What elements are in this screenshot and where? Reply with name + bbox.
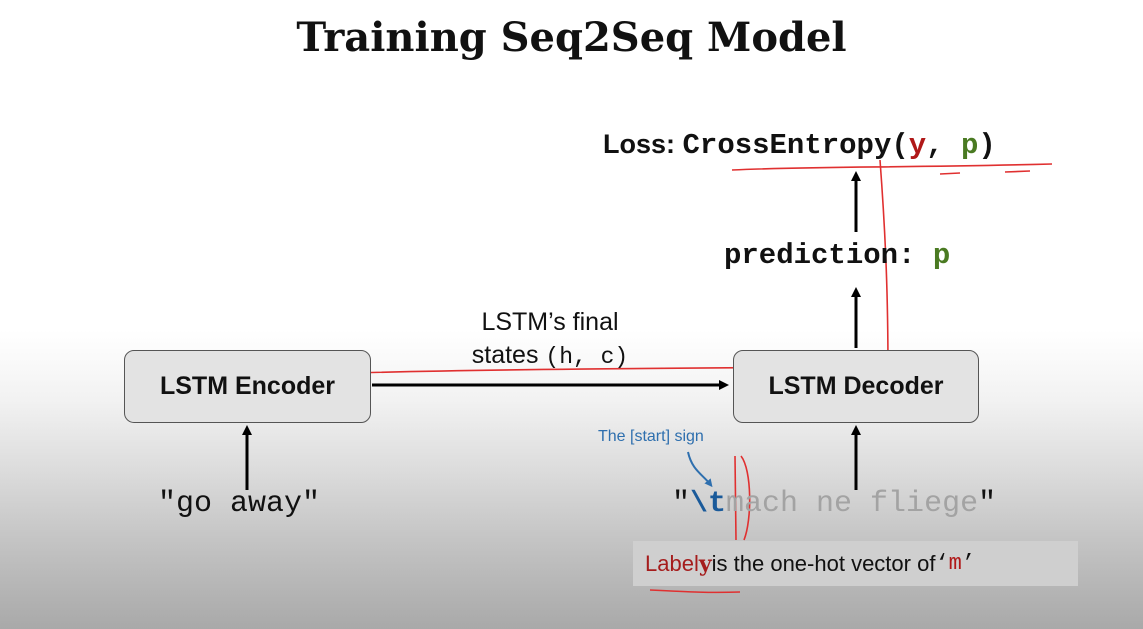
lstm-encoder-label: LSTM Encoder: [159, 372, 335, 400]
label-note-close-quote: ’: [961, 551, 976, 576]
lstm-decoder-label: LSTM Decoder: [768, 372, 944, 400]
loss-function: CrossEntropy(: [682, 129, 909, 162]
prediction-p: p: [932, 239, 951, 272]
start-token: \t: [690, 487, 727, 521]
loss-p: p: [960, 129, 979, 162]
decoder-open-quote: ": [672, 487, 691, 521]
start-sign-note: The [start] sign: [598, 428, 704, 445]
label-note-y: y: [698, 550, 712, 577]
states-line-1: LSTM’s final: [481, 308, 619, 336]
loss-formula: Loss: CrossEntropy(y, p): [603, 128, 996, 162]
states-prefix: states: [471, 341, 546, 369]
label-note-prefix: Label: [645, 550, 699, 576]
slide-title: Training Seq2Seq Model: [296, 14, 847, 61]
loss-separator: ,: [926, 129, 961, 162]
label-note-middle: is the one-hot vector of: [711, 550, 936, 576]
label-note-box: Label y is the one-hot vector of ‘m’: [633, 541, 1078, 586]
decoder-input-text: "\tmach ne fliege": [672, 487, 996, 521]
final-states-label: LSTM’s final states (h, c): [420, 306, 680, 374]
states-code: (h, c): [545, 344, 629, 370]
loss-close: ): [978, 129, 996, 162]
label-note-open-quote: ‘: [935, 551, 949, 576]
label-note-char: m: [948, 551, 962, 576]
start-sign-pointer: [687, 451, 713, 488]
loss-label: Loss:: [603, 129, 683, 159]
prediction-text: prediction: p: [724, 238, 950, 272]
lstm-decoder-box: LSTM Decoder: [733, 350, 979, 423]
lstm-encoder-box: LSTM Encoder: [124, 350, 371, 423]
decoder-target-text: mach ne fliege: [726, 487, 979, 521]
prediction-label: prediction:: [724, 239, 933, 272]
loss-y: y: [908, 129, 927, 162]
encoder-input-text: "go away": [158, 487, 321, 521]
decoder-close-quote: ": [978, 487, 997, 521]
states-line-2: states (h, c): [420, 339, 680, 374]
